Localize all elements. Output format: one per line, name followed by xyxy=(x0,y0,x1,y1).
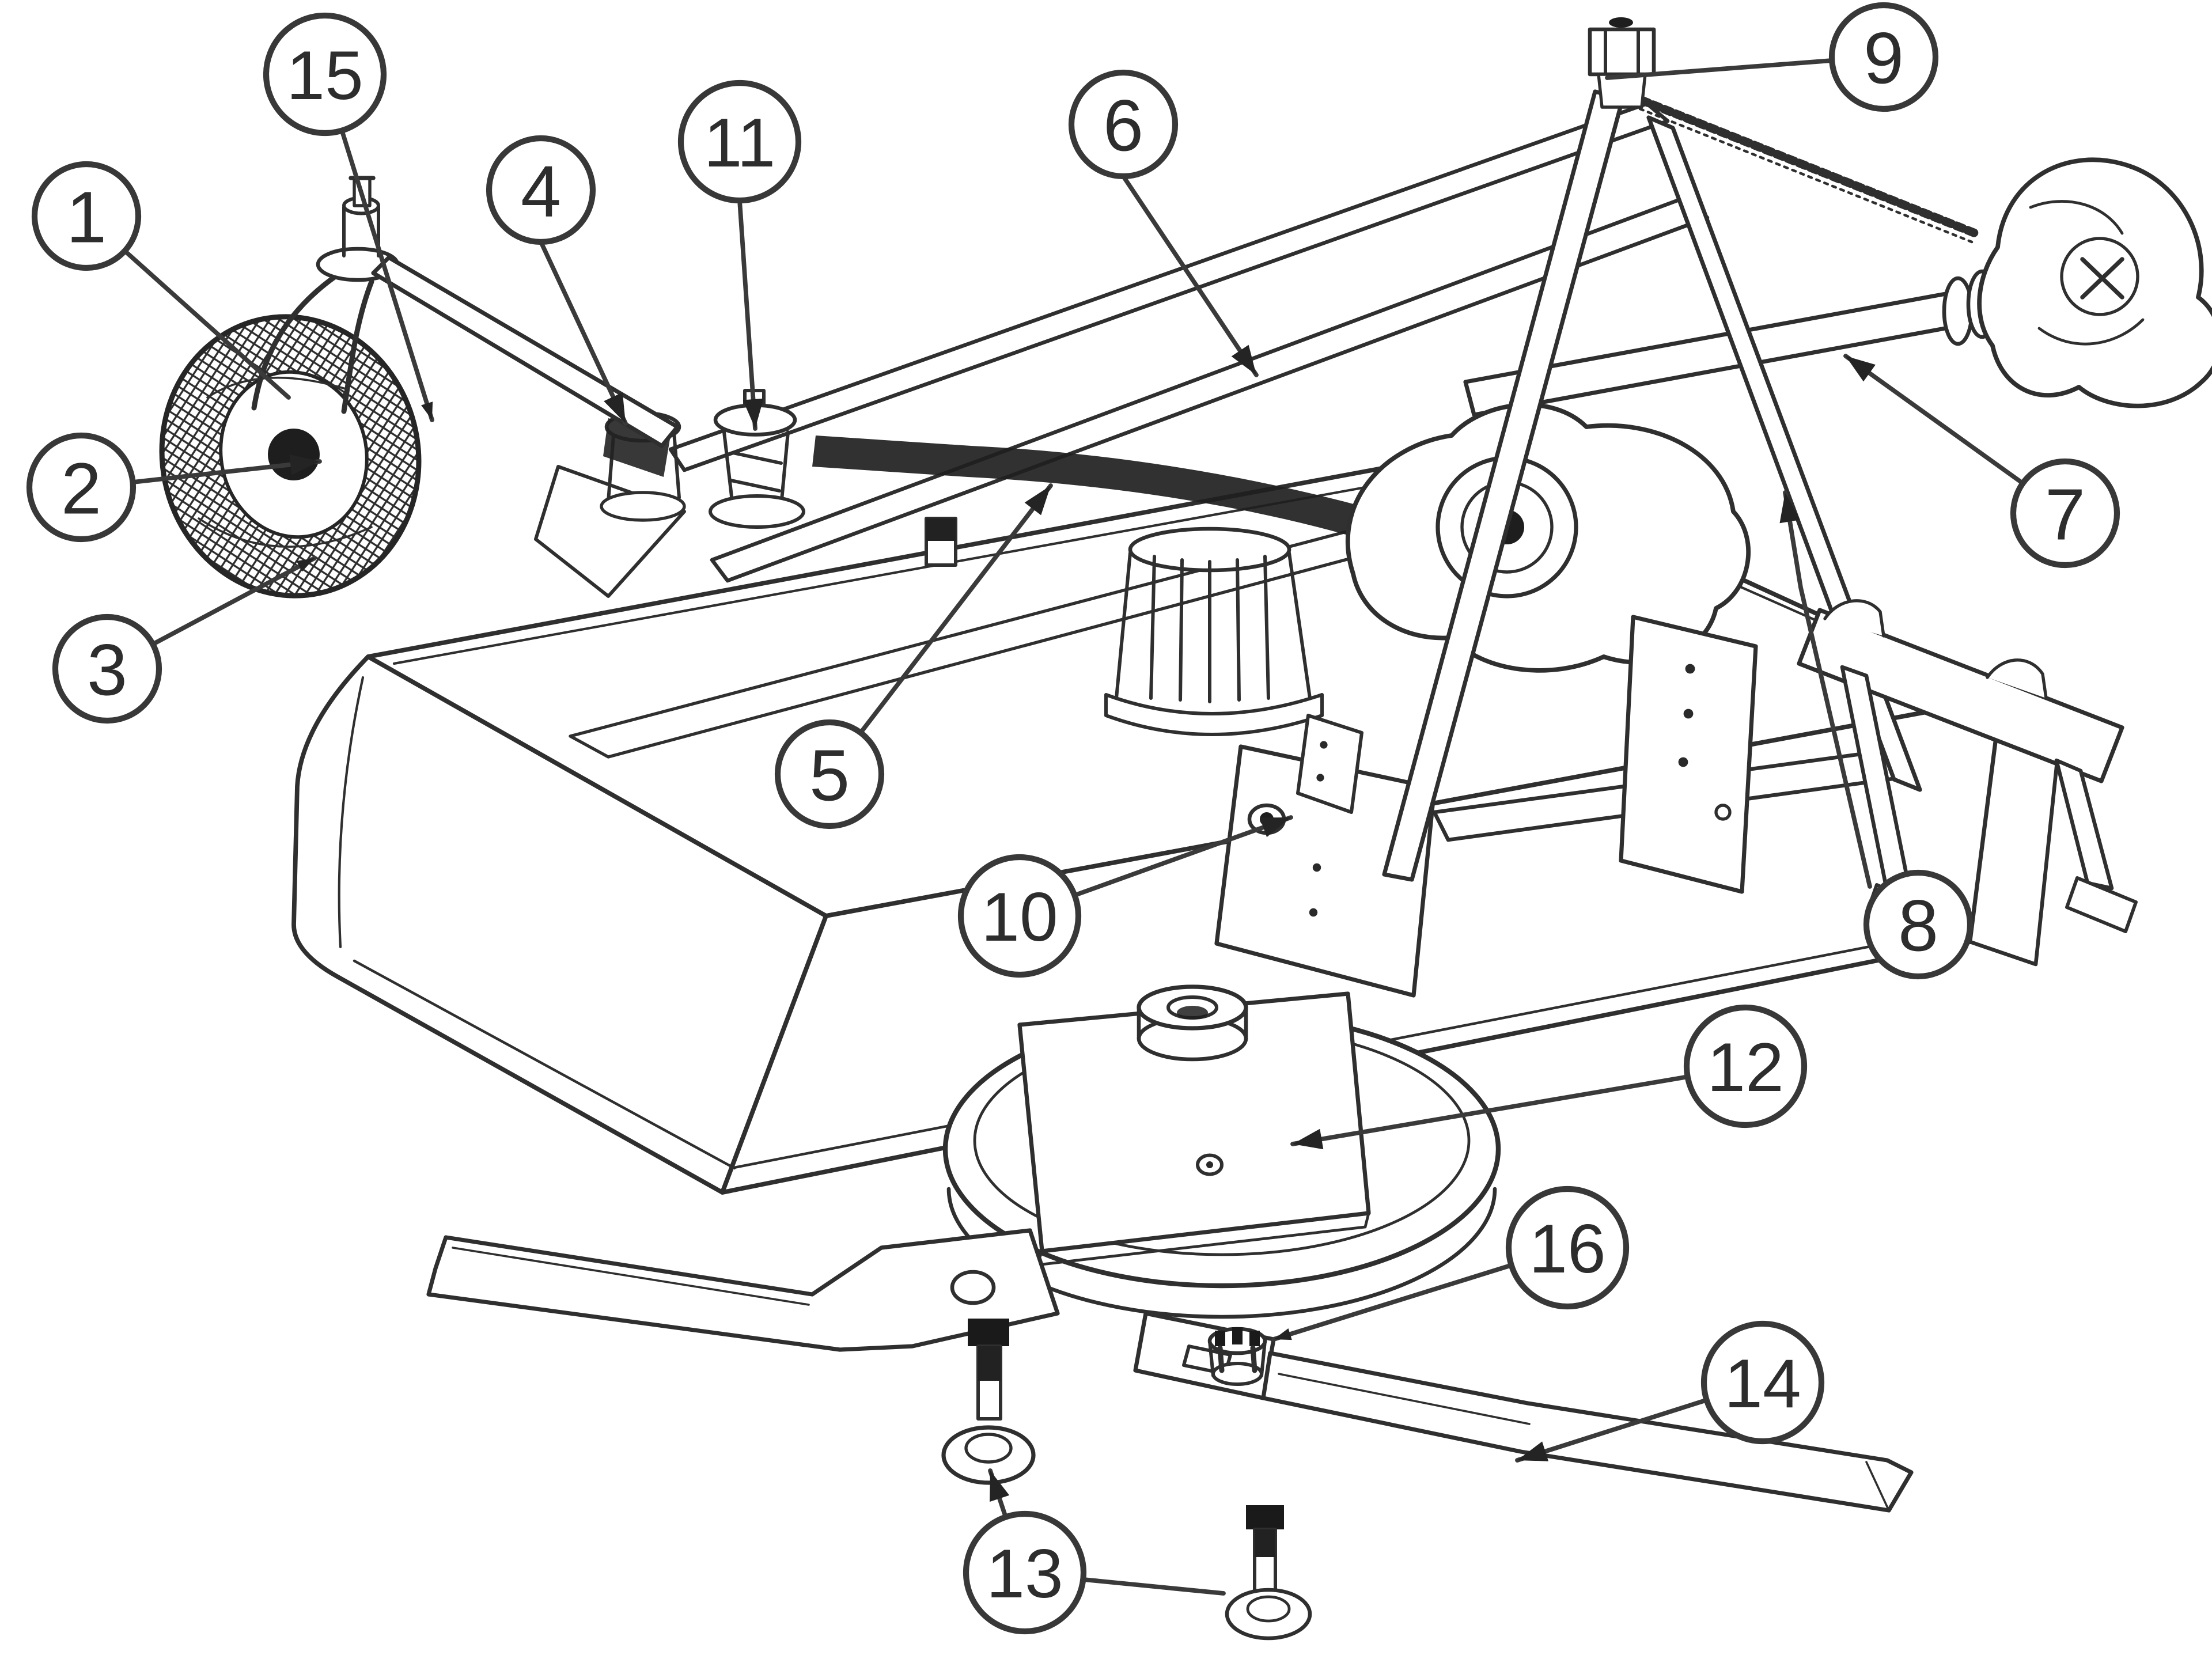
callout-16-number: 16 xyxy=(1529,1210,1605,1287)
callout-6-arrowhead xyxy=(1231,344,1256,375)
callout-8-circle[interactable] xyxy=(1863,869,1974,980)
callout-6-number: 6 xyxy=(1103,85,1143,166)
callout-10-circle[interactable] xyxy=(957,854,1082,978)
callout-7-circle[interactable] xyxy=(2010,458,2120,569)
callout-16[interactable]: 16 xyxy=(1271,1185,1630,1342)
callout-9[interactable]: 9 xyxy=(1605,2,1939,112)
callout-3-number: 3 xyxy=(87,629,127,710)
callout-15-number: 15 xyxy=(286,37,363,114)
callout-11[interactable]: 11 xyxy=(677,79,802,431)
callout-16-circle[interactable] xyxy=(1505,1185,1630,1310)
mast-base-plate xyxy=(1296,714,1363,814)
callout-3-arrowhead xyxy=(296,558,315,572)
callout-14-circle[interactable] xyxy=(1700,1320,1825,1445)
callout-9-number: 9 xyxy=(1863,17,1904,99)
callout-5-circle[interactable] xyxy=(774,719,885,830)
callout-1-circle[interactable] xyxy=(31,161,142,271)
callout-8-leader xyxy=(1783,490,1872,889)
callout-13-leader xyxy=(1081,1577,1226,1596)
castle-nut xyxy=(1207,1327,1267,1386)
callout-15-leader xyxy=(340,129,434,422)
callout-14-leader xyxy=(1515,1397,1710,1463)
callout-4-number: 4 xyxy=(521,150,561,232)
callout-4-arrowhead xyxy=(604,392,626,423)
deck-left-skirt xyxy=(291,654,828,1195)
callout-12-number: 12 xyxy=(1707,1029,1783,1106)
hitch-clevis-plate xyxy=(1214,744,1437,998)
mast-top-bracket xyxy=(1588,27,1656,77)
gearbox-pedestal xyxy=(1104,527,1324,736)
callout-6-leader xyxy=(1121,174,1259,377)
callout-13-circle[interactable] xyxy=(963,1510,1087,1635)
blade-bolt-left xyxy=(941,1319,1036,1485)
callout-2[interactable]: 2 xyxy=(26,432,322,543)
callout-5[interactable]: 5 xyxy=(774,483,1053,830)
callout-6[interactable]: 6 xyxy=(1068,69,1259,377)
callout-10[interactable]: 10 xyxy=(957,815,1293,978)
left-blade xyxy=(426,1228,1060,1352)
callout-2-circle[interactable] xyxy=(26,432,137,543)
machine-artwork xyxy=(159,17,2212,1641)
callout-8-number: 8 xyxy=(1898,885,1938,966)
callout-15[interactable]: 15 xyxy=(263,12,434,422)
pto-driveline xyxy=(1463,157,2212,417)
callout-12-leader xyxy=(1290,1074,1691,1146)
blade-bolt-hole xyxy=(950,1270,996,1305)
belt-band xyxy=(812,435,1369,539)
callout-10-leader xyxy=(1073,815,1293,897)
callout-15-circle[interactable] xyxy=(263,12,387,137)
callout-16-leader xyxy=(1271,1263,1514,1342)
callout-11-number: 11 xyxy=(704,104,776,181)
callout-4[interactable]: 4 xyxy=(486,135,628,426)
callout-11-leader xyxy=(737,198,757,431)
deck-post xyxy=(925,517,957,567)
callout-6-circle[interactable] xyxy=(1068,69,1179,180)
callout-3-leader xyxy=(150,556,317,647)
callout-13-number: 13 xyxy=(986,1535,1063,1612)
callout-2-leader xyxy=(131,459,322,484)
callout-11-arrowhead xyxy=(743,398,764,429)
wheel-arm xyxy=(371,255,680,448)
callout-13[interactable]: 13 xyxy=(963,1468,1226,1635)
callout-7-arrowhead xyxy=(1846,356,1876,382)
callout-7[interactable]: 7 xyxy=(1843,354,2120,569)
callout-2-number: 2 xyxy=(61,448,101,529)
callout-3[interactable]: 3 xyxy=(52,556,317,724)
callout-11-circle[interactable] xyxy=(677,79,802,204)
callout-12-arrowhead xyxy=(1293,1128,1324,1150)
callout-12[interactable]: 12 xyxy=(1290,1004,1808,1150)
callout-7-number: 7 xyxy=(2045,474,2085,555)
blade-disc xyxy=(942,984,1501,1319)
callout-9-circle[interactable] xyxy=(1828,2,1939,112)
callout-13-arrowhead xyxy=(990,1471,1010,1502)
callout-8-arrowhead xyxy=(1779,493,1800,524)
callout-2-arrowhead xyxy=(289,454,320,475)
callout-3-circle[interactable] xyxy=(52,613,162,724)
callout-10-arrowhead xyxy=(1259,817,1291,838)
callout-4-circle[interactable] xyxy=(486,135,596,245)
callout-12-circle[interactable] xyxy=(1683,1004,1808,1128)
callout-15-arrowhead xyxy=(421,402,433,420)
callout-1-number: 1 xyxy=(66,176,107,257)
callout-7-leader xyxy=(1843,354,2026,486)
callout-1-leader xyxy=(122,248,291,400)
callout-1[interactable]: 1 xyxy=(31,161,291,400)
blade-bolt-right xyxy=(1225,1505,1312,1641)
check-chain xyxy=(1637,96,1980,244)
callout-16-arrowhead xyxy=(1274,1328,1292,1340)
callout-5-arrowhead xyxy=(1024,486,1051,516)
side-plate xyxy=(1619,615,1758,894)
callout-8[interactable]: 8 xyxy=(1779,490,1974,980)
callout-4-leader xyxy=(539,240,628,426)
callout-14-number: 14 xyxy=(1724,1345,1801,1422)
callout-14[interactable]: 14 xyxy=(1515,1320,1825,1463)
callout-9-leader xyxy=(1605,58,1834,80)
callout-14-arrowhead xyxy=(1517,1441,1549,1461)
callout-10-number: 10 xyxy=(981,878,1058,956)
callout-5-leader xyxy=(858,483,1053,735)
callout-5-number: 5 xyxy=(809,734,850,816)
